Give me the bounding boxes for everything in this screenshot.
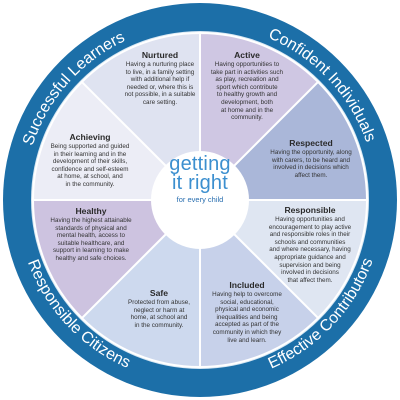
segment-description-line: in their learning and in the xyxy=(53,150,127,158)
wedge-nurtured xyxy=(80,31,201,203)
segment-description-line: community. xyxy=(231,114,263,122)
segment-description-line: live and learn. xyxy=(227,336,267,344)
segment-description-line: and where necessary, having xyxy=(269,246,351,254)
segment-title: Achieving xyxy=(69,132,111,142)
segment-description-line: physical and economic xyxy=(215,306,279,314)
wedge-respected xyxy=(197,80,369,201)
segment-description-line: as play, recreation and xyxy=(215,76,279,84)
segment-description-line: home, at school and xyxy=(130,314,188,322)
segment-description-line: social, educational, xyxy=(220,298,274,306)
segment-description-line: Having the opportunity, along xyxy=(270,149,352,156)
segment-description-line: involved in decisions which xyxy=(273,164,349,172)
segment-description-line: community in which they xyxy=(212,328,282,336)
wedge-healthy xyxy=(31,199,203,320)
segment-description-line: standards of physical and xyxy=(55,224,127,232)
segment-description-line: and responsible roles in their xyxy=(269,231,351,239)
segment-description-line: not possible, in a suitable xyxy=(124,91,196,99)
segment-title: Active xyxy=(234,50,260,60)
wedge-safe xyxy=(80,197,201,369)
segment-description-line: Being supported and guided xyxy=(50,143,130,150)
segment-title: Respected xyxy=(289,138,333,148)
segment-description-line: encouragement to play active xyxy=(268,223,352,231)
segment-description-line: schools and communities xyxy=(274,238,346,246)
segment-title: Responsible xyxy=(284,205,336,215)
center-hub xyxy=(151,151,249,249)
segment-description-line: suitable healthcare, and xyxy=(57,239,125,247)
segment-description-line: inequalities and being xyxy=(216,313,278,321)
segment-title: Safe xyxy=(149,288,169,298)
segments-layer xyxy=(31,31,369,369)
segment-description-line: take part in activities such xyxy=(210,68,284,76)
segment-safe: Safe Protected from abuse,neglect or har… xyxy=(117,288,201,329)
segment-description-line: in the community. xyxy=(65,180,115,188)
segment-description-line: accepted as part of the xyxy=(214,321,280,329)
segment-description-line: appropriate guidance and xyxy=(274,253,346,261)
segment-description-line: affect them. xyxy=(294,171,328,179)
segment-description-line: with carers, to be heard and xyxy=(271,156,351,164)
segment-description-line: involved in decisions xyxy=(281,269,339,277)
segment-description-line: confidence and self-esteem xyxy=(51,165,129,173)
segment-description-line: development, both xyxy=(221,98,273,106)
segment-title: Healthy xyxy=(75,206,107,216)
segment-description-line: Having a nurturing place xyxy=(125,61,195,68)
wedge-active xyxy=(199,31,320,203)
segment-description-line: in the community. xyxy=(134,321,184,329)
segment-title: Nurtured xyxy=(141,50,179,60)
segment-description-line: that affect them. xyxy=(287,276,333,284)
segment-description-line: Having the highest attainable xyxy=(50,217,132,224)
segment-description-line: Having opportunities to xyxy=(214,61,280,68)
segment-description-line: Protected from abuse, xyxy=(128,299,190,306)
segment-description-line: Having help to overcome xyxy=(212,291,282,298)
segment-description-line: neglect or harm at xyxy=(133,306,185,314)
segment-description-line: healthy and safe choices. xyxy=(55,254,127,262)
logo: getting it right for every child xyxy=(149,153,251,204)
logo-line-2: it right xyxy=(171,172,229,194)
wedge-achieving xyxy=(31,80,203,201)
segment-description-line: at home and in the xyxy=(220,106,274,114)
segment-description-line: at home, at school, and xyxy=(57,173,123,181)
wedge-responsible xyxy=(197,199,369,320)
segment-title: Included xyxy=(229,280,265,290)
segment-description-line: with additional help if xyxy=(130,76,190,84)
logo-line-1: getting xyxy=(169,153,231,175)
segment-description-line: to healthy growth and xyxy=(216,91,278,99)
segment-description-line: development of their skills, xyxy=(52,158,128,166)
segment-description-line: mental health, access to xyxy=(57,232,125,240)
segment-description-line: Having opportunities and xyxy=(275,216,345,223)
segment-description-line: to live, in a family setting xyxy=(125,68,195,76)
segment-description-line: sport which contribute xyxy=(216,83,278,91)
segment-description-line: support in learning to make xyxy=(53,247,129,255)
wedge-included xyxy=(199,197,320,369)
segment-description-line: care setting. xyxy=(142,98,178,106)
segment-description-line: needed or, where this is xyxy=(126,83,194,91)
logo-tagline: for every child xyxy=(176,195,224,204)
segment-description-line: supervision and being xyxy=(279,261,341,269)
